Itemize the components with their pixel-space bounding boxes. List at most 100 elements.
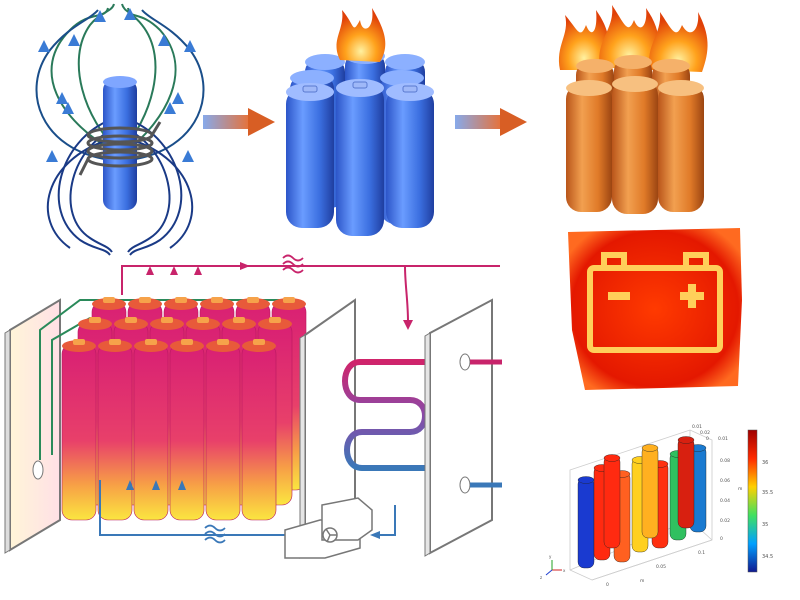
cell-terminal	[283, 297, 295, 303]
cell-terminal	[217, 339, 229, 345]
axis-tick-bottom-2: 0.1	[698, 550, 705, 556]
coolant-flow-arrows	[146, 262, 413, 330]
battery-pack-ignition-panel	[286, 8, 434, 236]
colorbar-tick-35: 35	[762, 522, 768, 528]
axis-tick-v3: 0.04	[720, 498, 730, 504]
simulated-battery-cells	[577, 436, 707, 569]
cell-terminal	[197, 317, 209, 323]
cell-terminal	[161, 317, 173, 323]
cell-cap	[186, 318, 220, 330]
axis-tick-v2: 0.06	[720, 478, 730, 484]
wire-coil	[78, 121, 162, 176]
axis-tick-v1: 0.08	[720, 458, 730, 464]
cell-terminal	[139, 297, 151, 303]
field-direction-arrows	[38, 8, 196, 162]
battery-thermal-image-panel	[568, 228, 742, 390]
axis-tick-v5: 0	[720, 536, 723, 542]
axis-triad-y: y	[549, 554, 552, 559]
cell-cap	[242, 340, 276, 352]
plus-sign-icon	[680, 284, 704, 308]
cell-terminal	[125, 317, 137, 323]
colorbar-tick-34-5: 34.5	[762, 554, 773, 560]
coolant-return-arrows	[126, 480, 380, 539]
colorbar-tick-36: 36	[762, 460, 768, 466]
cell-cap	[164, 298, 198, 310]
cooled-cell	[169, 343, 205, 521]
cell-cap	[98, 340, 132, 352]
cell-cap	[62, 340, 96, 352]
battery-pack-overheated-panel	[558, 5, 708, 214]
flame-icon	[336, 8, 386, 62]
colorbar: 36 35.5 35 34.5	[747, 429, 773, 573]
minus-sign-icon	[608, 292, 630, 300]
cell-terminal	[73, 339, 85, 345]
cooled-cell-array	[61, 297, 307, 521]
axis-tick-bottom-1: 0.05	[656, 564, 666, 570]
heat-exchanger-plate-left	[299, 298, 356, 559]
cell-terminal	[145, 339, 157, 345]
heat-exchanger-plate-right	[424, 298, 493, 557]
cell-cap	[222, 318, 256, 330]
simulated-cell-top	[577, 476, 595, 484]
cell-cap	[272, 298, 306, 310]
simulated-cell-top	[603, 454, 621, 462]
cell-cap	[258, 318, 292, 330]
simulated-cell	[577, 477, 595, 569]
cooled-cell	[133, 343, 169, 521]
thermal-simulation-plot-panel: 36 35.5 35 34.5 0.01 0.08 0.06 0.04 0.02…	[540, 424, 773, 588]
cell-terminal	[269, 317, 281, 323]
cooled-cell	[241, 343, 277, 521]
axis-tick-v0: 0.01	[718, 436, 728, 442]
axis-unit-bottom: m	[640, 579, 644, 584]
cell-terminal	[247, 297, 259, 303]
cell-cap	[114, 318, 148, 330]
cell-cap	[134, 340, 168, 352]
simulated-cell-top	[677, 436, 695, 444]
serpentine-heat-exchanger	[342, 359, 433, 471]
cell-cap	[236, 298, 270, 310]
colorbar-tick-35-5: 35.5	[762, 490, 773, 496]
cell-terminal	[109, 339, 121, 345]
cell-terminal	[103, 297, 115, 303]
cell-cap	[170, 340, 204, 352]
axis-tick-v4: 0.02	[720, 518, 730, 524]
cool-wave-icon	[204, 524, 226, 544]
cooled-cell	[97, 343, 133, 521]
axis-tick-top-0: 0.01	[692, 424, 702, 430]
cell-terminal	[175, 297, 187, 303]
cooled-cell	[61, 343, 97, 521]
cell-terminal	[89, 317, 101, 323]
simulation-axis-labels: 0.01 0.08 0.06 0.04 0.02 0 m 0.01 0.02 0…	[606, 424, 742, 588]
axis-tick-top-2: 0	[706, 436, 709, 442]
simulated-cell	[603, 455, 621, 549]
cell-terminal	[253, 339, 265, 345]
cell-terminal	[181, 339, 193, 345]
pump-fan-unit	[284, 497, 373, 559]
left-end-plate	[4, 298, 61, 554]
axis-tick-bottom-0: 0	[606, 582, 609, 588]
cell-cap	[206, 340, 240, 352]
simulated-cell	[677, 437, 695, 529]
cell-cap	[150, 318, 184, 330]
cooling-loop-diagram-panel	[4, 254, 502, 559]
coil-magnetic-field-panel	[35, 3, 205, 256]
cell-cap	[128, 298, 162, 310]
cell-cap	[78, 318, 112, 330]
axis-triad-x: x	[563, 568, 566, 573]
process-arrow-2	[455, 108, 527, 136]
heat-wave-icon	[282, 254, 304, 274]
cooled-cell	[205, 343, 241, 521]
cell-terminal	[211, 297, 223, 303]
cell-cap	[92, 298, 126, 310]
simulated-cell-top	[641, 444, 659, 452]
axis-triad-z: z	[540, 575, 542, 580]
axis-unit-right: m	[738, 487, 742, 492]
simulated-cell	[641, 445, 659, 539]
cell-terminal	[233, 317, 245, 323]
coolant-lines	[99, 265, 500, 536]
axis-tick-top-1: 0.02	[700, 430, 710, 436]
orange-cells-front	[566, 76, 704, 214]
cell-cap	[200, 298, 234, 310]
flames-group	[558, 5, 708, 72]
